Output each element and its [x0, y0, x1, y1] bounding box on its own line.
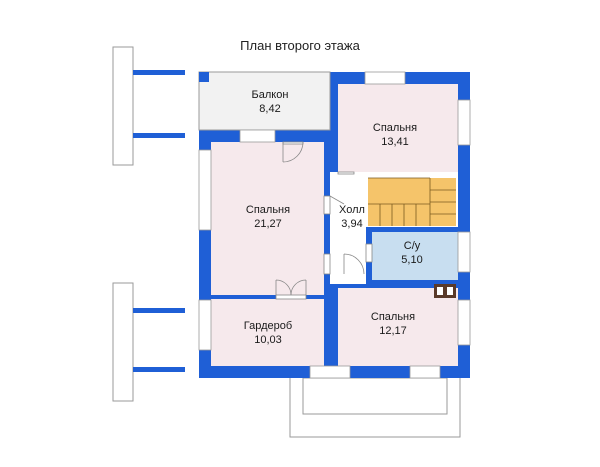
- bathroom-floor: [372, 232, 458, 280]
- room-labels: Балкон 8,42 Спальня 13,41 Спальня 21,27 …: [244, 89, 423, 346]
- upper-side-frame: [112, 46, 134, 166]
- wardrobe-name: Гардероб: [244, 320, 292, 332]
- bathroom-area: 5,10: [401, 254, 422, 266]
- balcony-name: Балкон: [252, 89, 289, 101]
- bedroom-se-name: Спальня: [371, 311, 415, 323]
- bedroom-ne-area: 13,41: [381, 136, 409, 148]
- support-beams: [133, 70, 185, 372]
- bedroom-se-floor: [338, 288, 458, 366]
- balcony-floor: [198, 71, 331, 131]
- bedroom-w-floor: [211, 142, 324, 295]
- wardrobe-floor: [211, 299, 324, 366]
- stove-icon: [434, 284, 456, 298]
- lower-side-frame: [112, 282, 134, 402]
- balcony-post: [199, 72, 209, 82]
- terrace-outline: [289, 374, 461, 438]
- stairs: [368, 177, 456, 226]
- doors: [275, 141, 373, 300]
- terrace-inner-outline: [302, 377, 448, 415]
- bedroom-se-area: 12,17: [379, 325, 407, 337]
- hall-area: 3,94: [341, 218, 362, 230]
- hall-name: Холл: [339, 204, 365, 216]
- hall-floor: [330, 172, 366, 284]
- balcony-area: 8,42: [259, 103, 280, 115]
- bedroom-ne-floor: [338, 84, 458, 172]
- bedroom-w-name: Спальня: [246, 204, 290, 216]
- bathroom-name: С/у: [404, 240, 421, 252]
- plan-title: План второго этажа: [240, 38, 360, 53]
- windows: [198, 71, 471, 379]
- bedroom-ne-name: Спальня: [373, 122, 417, 134]
- bedroom-w-area: 21,27: [254, 218, 282, 230]
- wardrobe-area: 10,03: [254, 334, 282, 346]
